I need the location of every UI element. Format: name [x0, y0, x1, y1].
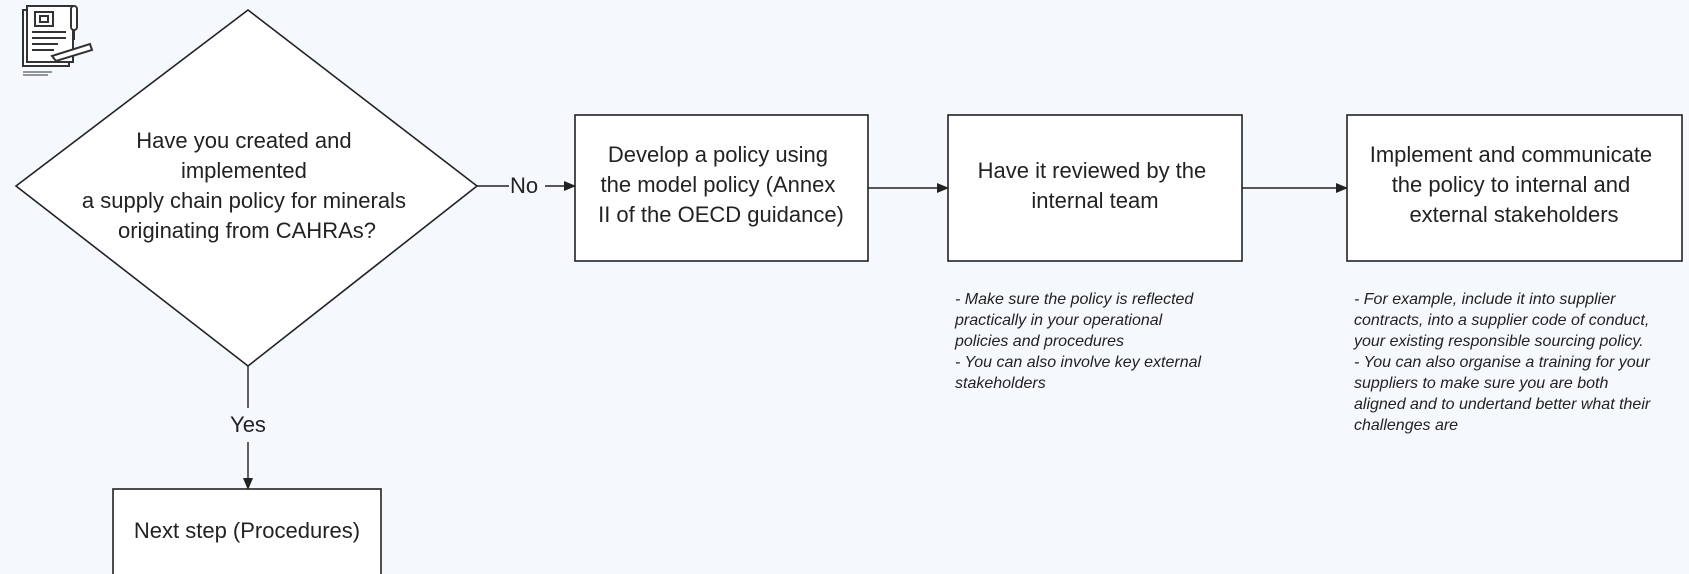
note-implement-line: your existing responsible sourcing polic…	[1354, 333, 1644, 350]
note-implement-line: suppliers to make sure you are both	[1354, 375, 1609, 392]
note-review-line: - You can also involve key external	[955, 354, 1202, 371]
step-text-review: Have it reviewed by the internal team	[978, 158, 1213, 213]
note-implement-line: contracts, into a supplier code of condu…	[1354, 312, 1650, 329]
note-review-line: - Make sure the policy is reflected	[955, 291, 1194, 308]
edge-no-label: No	[510, 173, 538, 198]
decision-text: Have you created and implemented a suppl…	[82, 128, 412, 243]
step-box-review	[947, 114, 1243, 262]
step-text-develop-policy: Develop a policy using the model policy …	[598, 142, 844, 227]
note-implement-line: - You can also organise a training for y…	[1354, 354, 1650, 371]
note-review-line: practically in your operational	[955, 312, 1163, 329]
step-box-develop-policy	[574, 114, 869, 262]
note-review-line: policies and procedures	[955, 333, 1124, 350]
note-implement-line: aligned and to undertand better what the…	[1354, 396, 1651, 413]
next-step-box	[112, 488, 382, 574]
contract-document-icon	[22, 5, 94, 76]
step-text-implement: Implement and communicate the policy to …	[1370, 142, 1659, 227]
step-box-implement	[1346, 114, 1683, 262]
edge-yes-label: Yes	[230, 412, 266, 437]
note-implement-line: challenges are	[1354, 417, 1459, 434]
next-step-text: Next step (Procedures)	[134, 518, 360, 543]
note-implement: - For example, include it into supplier …	[1354, 289, 1650, 436]
note-review-line: stakeholders	[955, 375, 1046, 392]
note-review: - Make sure the policy is reflected prac…	[955, 289, 1201, 394]
note-implement-line: - For example, include it into supplier	[1354, 291, 1616, 308]
